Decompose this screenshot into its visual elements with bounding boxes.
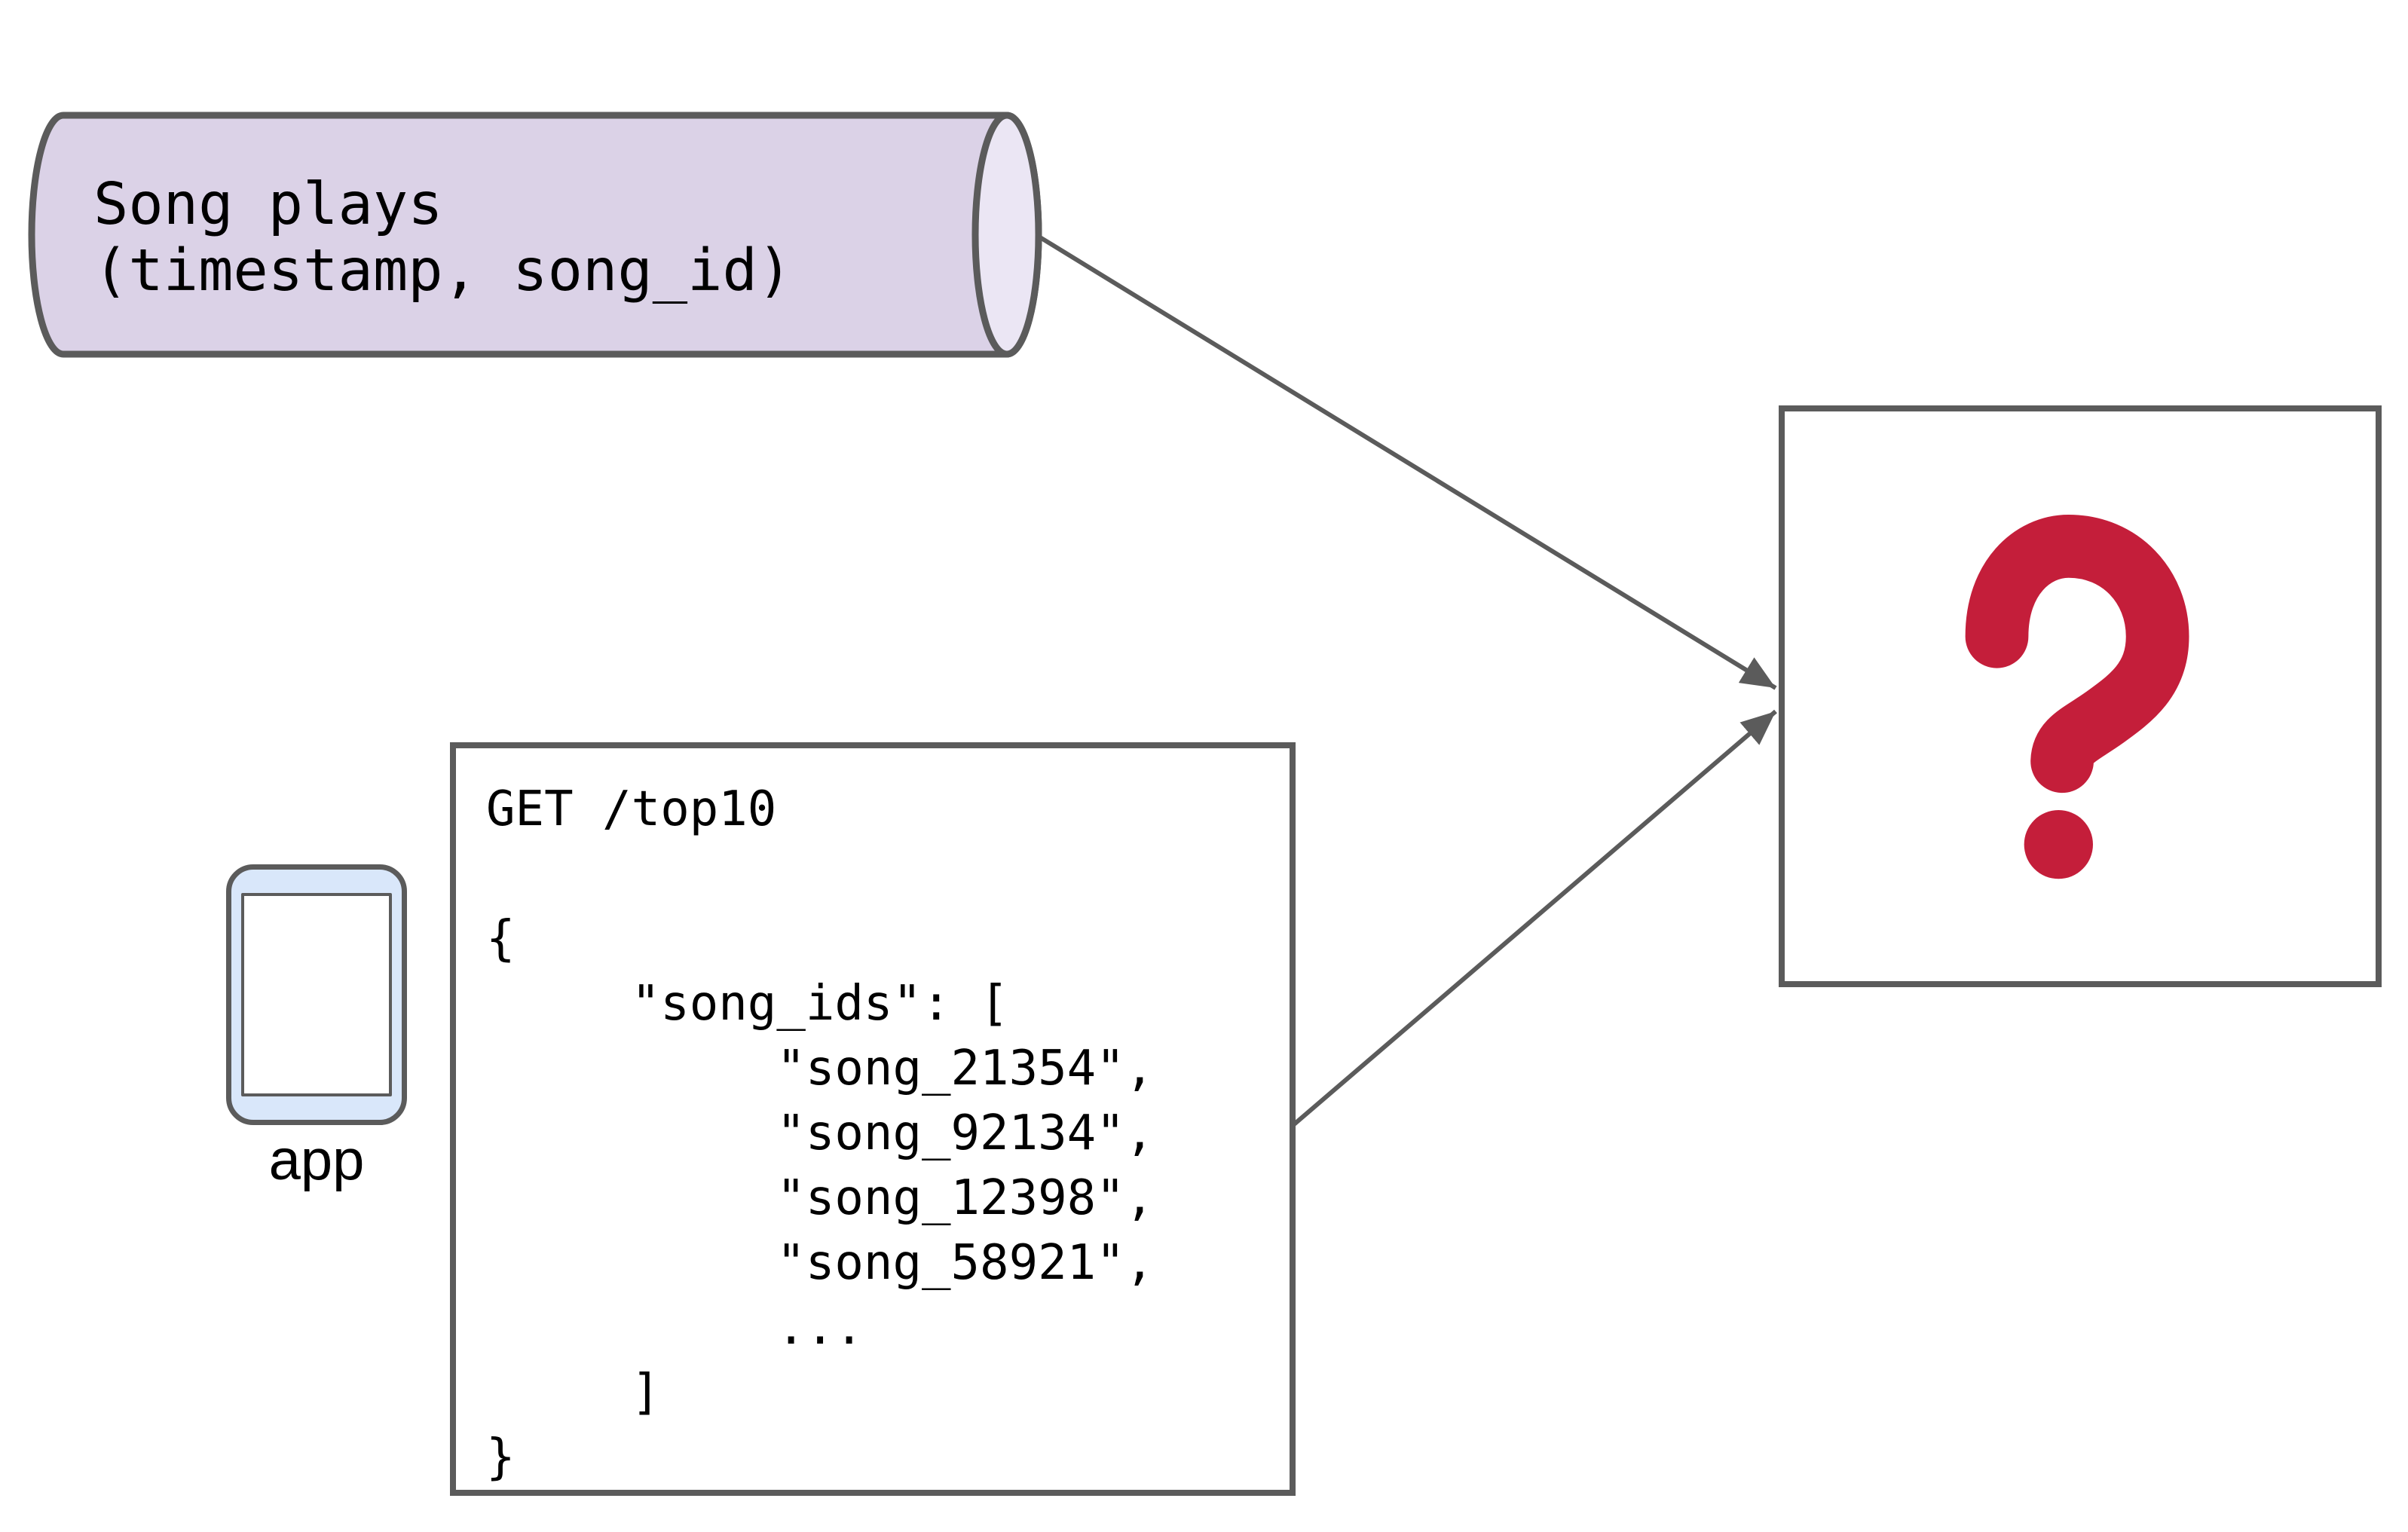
arrow-queue-to-unknown xyxy=(1039,235,1777,690)
phone-screen xyxy=(241,893,392,1096)
unknown-service-box xyxy=(1779,405,2382,987)
request-example-code: GET /top10 { "song_ids": [ "song_21354",… xyxy=(486,781,1155,1485)
question-mark-hook xyxy=(1965,514,2189,794)
queue-cylinder-cap xyxy=(971,112,1042,358)
request-example-box: GET /top10 { "song_ids": [ "song_21354",… xyxy=(450,742,1296,1496)
arrow-request-to-unknown xyxy=(1293,709,1777,1127)
question-mark-icon xyxy=(1965,514,2189,879)
question-mark-dot xyxy=(2024,809,2093,879)
phone-icon xyxy=(226,864,407,1125)
queue-label: Song plays (timestamp, song_id) xyxy=(93,171,793,304)
app-label: app xyxy=(268,1128,365,1192)
